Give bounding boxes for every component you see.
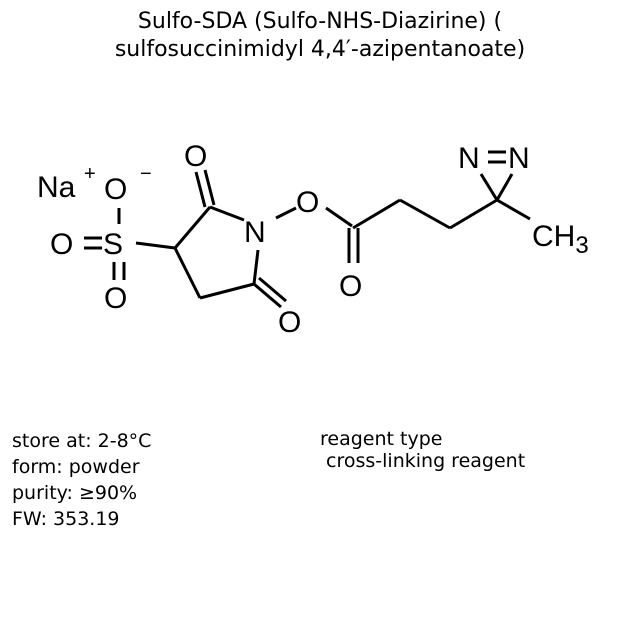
oxygen-sulfonyl-left: O xyxy=(50,228,73,261)
oxygen-carbonyl-top: O xyxy=(184,140,207,173)
oxygen-anion: O xyxy=(104,173,127,206)
properties-list: store at: 2-8°C form: powder purity: ≥90… xyxy=(12,428,151,532)
methyl-subscript: 3 xyxy=(575,232,588,259)
oxygen-sulfonyl-bottom: O xyxy=(104,282,127,315)
reagent-type: reagent type cross-linking reagent xyxy=(320,428,525,472)
formula-weight: FW: 353.19 xyxy=(12,508,120,530)
physical-form: form: powder xyxy=(12,456,140,478)
reagent-type-label: reagent type xyxy=(320,428,443,450)
methyl-group: CH3 xyxy=(532,220,589,259)
methyl-ch: CH xyxy=(532,220,575,253)
oxygen-nhs-ester: O xyxy=(296,186,319,219)
purity: purity: ≥90% xyxy=(12,482,138,504)
title-line-1: Sulfo-SDA (Sulfo-NHS-Diazirine) ( xyxy=(137,9,503,34)
title-line-2: sulfosuccinimidyl 4,4′-azipentanoate) xyxy=(114,37,526,62)
nitrogen-succinimide: N xyxy=(244,216,266,249)
sodium-atom: Na xyxy=(37,171,76,204)
oxygen-carbonyl-bottom: O xyxy=(278,306,301,339)
nitrogen-diazirine-1: N xyxy=(458,142,480,175)
sodium-charge: + xyxy=(84,163,96,185)
sulfur-atom: S xyxy=(103,228,123,261)
reagent-type-value: cross-linking reagent xyxy=(320,450,526,472)
bonds xyxy=(84,150,531,309)
compound-title: Sulfo-SDA (Sulfo-NHS-Diazirine) ( sulfos… xyxy=(0,8,640,64)
nitrogen-diazirine-2: N xyxy=(508,142,530,175)
storage-temperature: store at: 2-8°C xyxy=(12,430,152,452)
oxygen-ester-carbonyl: O xyxy=(339,270,362,303)
oxygen-anion-charge: − xyxy=(140,163,152,185)
